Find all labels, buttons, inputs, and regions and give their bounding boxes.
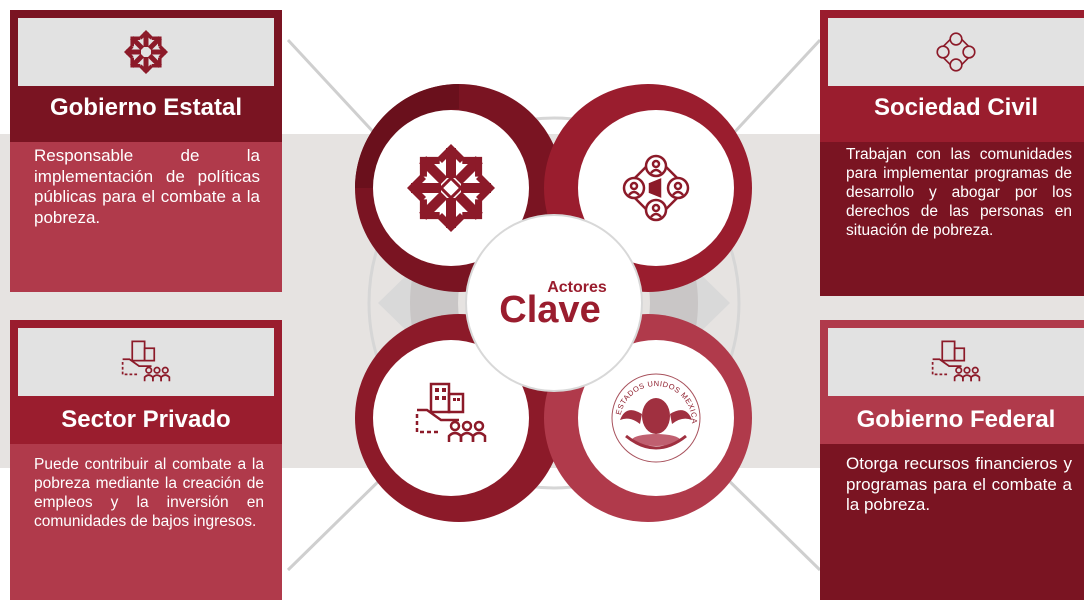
arrow-right [688,262,730,344]
connector-line-se [716,468,822,572]
connector-line-sw [286,468,392,572]
outer-ring [367,116,741,490]
card-body-bg [10,140,282,292]
card-title: Gobierno Federal [856,406,1056,433]
icon-panel [18,328,274,396]
card-body-bg [10,444,282,600]
center-clave: Clave [499,289,600,331]
card-title: Gobierno Estatal [49,94,243,121]
card-text: Otorga recursos financieros y programas … [846,454,1072,515]
icon-panel [828,328,1084,396]
card-text: Responsable de la implementación de polí… [34,146,260,228]
star-emblem-icon [124,30,168,74]
card-sector-privado: Sector Privado Puede contribuir al comba… [10,320,282,600]
center-actores: Actores [547,279,607,296]
card-gobierno-federal: Gobierno Federal Otorga recursos financi… [820,320,1084,600]
icon-panel [18,18,274,86]
business-community-icon [121,340,171,382]
center-circle [465,214,643,392]
business-community-icon [415,382,487,442]
business-community-icon [931,340,981,382]
card-title: Sociedad Civil [873,94,1039,121]
icon-panel [828,18,1084,86]
card-text: Puede contribuir al combate a la pobreza… [34,456,264,530]
card-sociedad-civil: Sociedad Civil Trabajan con las comunida… [820,10,1084,296]
star-emblem-icon [407,144,495,232]
mexican-seal-icon: ESTADOS UNIDOS MEXICANOS [611,373,701,463]
community-network-icon [622,154,690,222]
arrow-left [378,262,420,344]
community-network-icon [936,32,976,72]
card-text: Trabajan con las comunidades para implem… [846,146,1072,239]
card-title: Sector Privado [61,406,231,433]
card-gobierno-estatal: Gobierno Estatal Responsable de la imple… [10,10,282,292]
